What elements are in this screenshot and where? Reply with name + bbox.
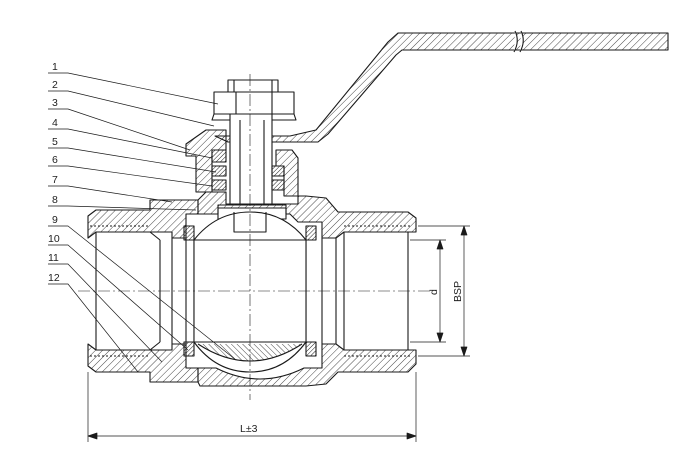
part-label-6: 6: [52, 154, 58, 166]
dimension-label-thread: BSP: [452, 281, 464, 302]
part-label-3: 3: [52, 97, 58, 109]
dimension-label-length: L±3: [240, 423, 258, 435]
part-label-4: 4: [52, 117, 58, 129]
dimension-label-bore: d: [428, 289, 440, 295]
part-label-5: 5: [52, 136, 58, 148]
part-label-2: 2: [52, 79, 58, 91]
part-label-12: 12: [48, 272, 60, 284]
part-label-8: 8: [52, 194, 58, 206]
part-label-7: 7: [52, 174, 58, 186]
leader-lines: [48, 72, 237, 373]
part-label-11: 11: [48, 252, 59, 264]
bonnet-gland: [185, 129, 299, 197]
center-lines: [78, 74, 430, 400]
dimension-lines: [87, 225, 470, 442]
part-label-10: 10: [48, 233, 60, 245]
part-labels: 1 2 3 4 5 6 7 8 9 10 11 12: [48, 61, 60, 284]
stem-nut: [211, 79, 297, 121]
part-label-9: 9: [52, 214, 58, 226]
part-label-1: 1: [52, 61, 58, 73]
handle-lever: [214, 30, 669, 143]
valve-body: [171, 191, 417, 387]
seat-rings: [183, 225, 317, 357]
